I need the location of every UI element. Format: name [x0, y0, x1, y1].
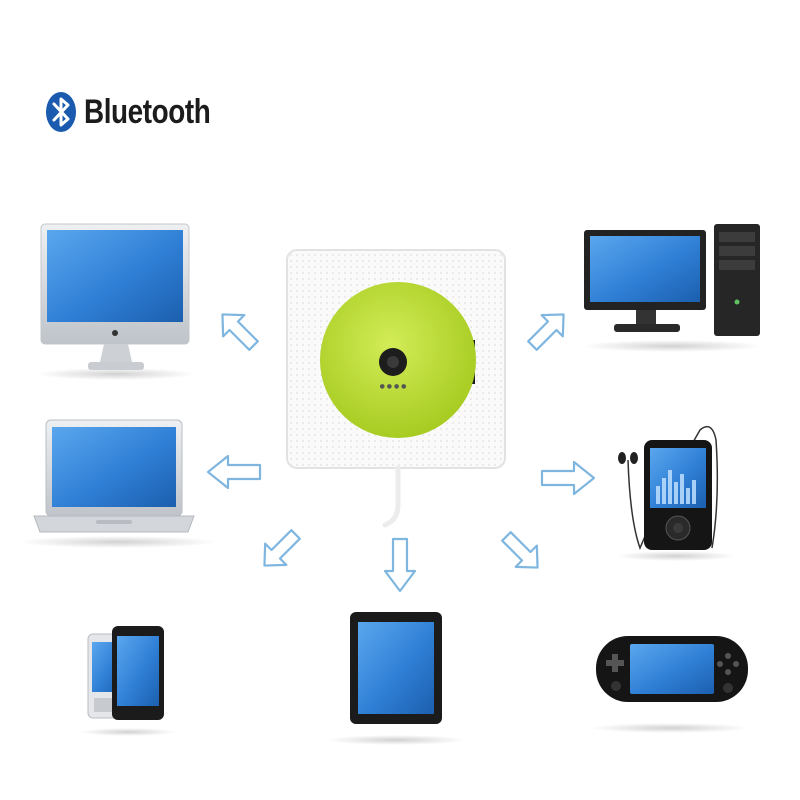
arrow-to-imac [221, 313, 259, 351]
arrow-to-mp3 [540, 460, 596, 496]
handheld-console-device [590, 636, 750, 733]
tablet-device [326, 612, 466, 745]
arrow-to-laptop [206, 454, 262, 490]
arrow-to-desktop [527, 313, 565, 351]
bluetooth-header: Bluetooth [46, 90, 238, 134]
bluetooth-icon [46, 92, 76, 132]
arrow-to-phones [263, 529, 301, 567]
smartphones-device [80, 626, 176, 736]
arrow-to-console [501, 531, 539, 569]
bluetooth-title: Bluetooth [84, 92, 211, 131]
laptop-device [18, 419, 218, 548]
connection-arrows [206, 313, 596, 593]
svg-text:● ● ● ●: ● ● ● ● [380, 383, 407, 390]
arrow-to-tablet [383, 537, 417, 593]
mp3-player-device [616, 425, 736, 561]
hub-cd-player: ● ● ● ● [286, 249, 506, 528]
desktop-pc-device [582, 224, 762, 352]
imac-device [36, 223, 196, 380]
